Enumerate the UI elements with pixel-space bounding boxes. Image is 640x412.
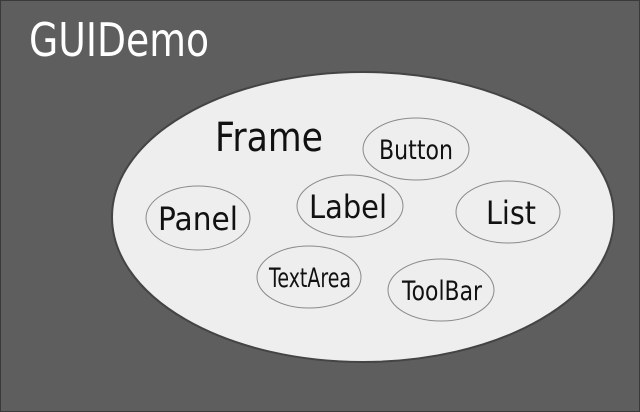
component-label: Label bbox=[296, 174, 404, 238]
component-toolbar: ToolBar bbox=[387, 258, 495, 322]
frame-label: Frame bbox=[215, 115, 323, 161]
component-list: List bbox=[455, 180, 561, 244]
toolbar-ellipse bbox=[387, 258, 495, 322]
component-textarea: TextArea bbox=[256, 245, 362, 309]
textarea-ellipse bbox=[256, 245, 362, 309]
diagram-title: GUIDemo bbox=[29, 13, 210, 67]
panel-label: Panel bbox=[158, 200, 238, 238]
list-label: List bbox=[486, 194, 536, 232]
panel-ellipse bbox=[145, 185, 251, 251]
label-label: Label bbox=[309, 188, 387, 226]
list-ellipse bbox=[455, 180, 561, 244]
button-label: Button bbox=[379, 135, 453, 166]
button-ellipse bbox=[362, 117, 470, 181]
textarea-label: TextArea bbox=[268, 263, 351, 294]
label-ellipse bbox=[296, 174, 404, 238]
toolbar-label: ToolBar bbox=[401, 276, 483, 307]
component-button: Button bbox=[362, 117, 470, 181]
component-panel: Panel bbox=[145, 185, 251, 251]
